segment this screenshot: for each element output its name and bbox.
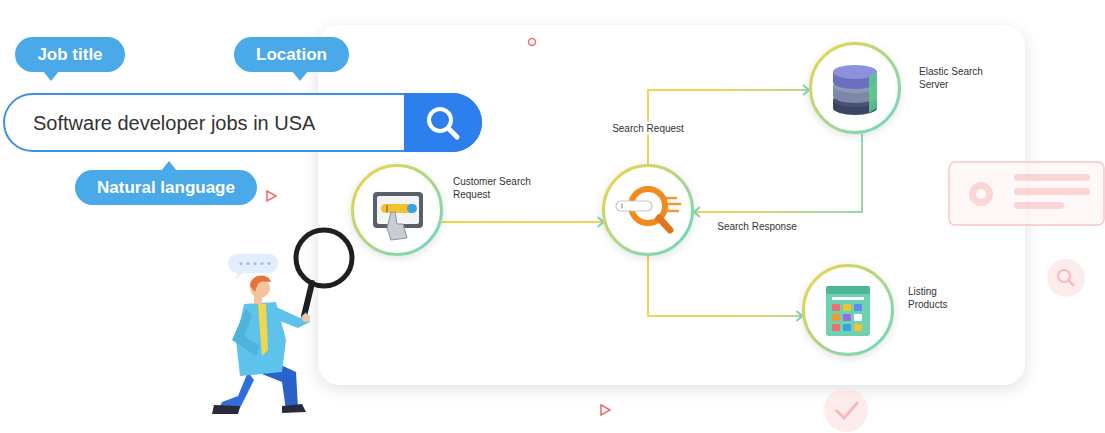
art-circle [824,388,868,432]
art-line [1069,281,1075,287]
faded-settings-card [949,162,1104,225]
callout-text: Location [256,45,327,65]
callout-pill: Natural language [75,170,257,205]
flow-connector [648,256,802,316]
art-rect [1014,202,1064,209]
art-path [250,276,271,292]
search-glyph [404,93,482,152]
art-line [304,283,312,316]
node-label: Listing Products [908,285,978,311]
art-line [387,205,388,212]
art-circle [253,262,256,265]
art-line [666,203,680,206]
art-path [212,405,240,414]
circle-outline [809,42,901,134]
process-circle: Elastic Search Server [809,42,901,134]
art-circle [246,262,249,265]
art-rect [1014,188,1090,195]
art-path [258,304,268,356]
art-path [232,308,260,356]
art-rect [616,201,652,211]
art-path [869,72,877,113]
callout-tail [292,71,308,81]
art-rect [377,196,419,224]
art-circle [976,189,986,199]
edge-label: Search Request [609,122,687,135]
art-rect [407,204,417,213]
panel-card [318,25,1025,385]
art-path [282,404,306,413]
faded-search-badge [1047,259,1085,297]
art-rect [373,192,423,228]
circle-outline [802,264,894,356]
art-line [659,218,670,230]
callout-pill: Location [234,37,349,72]
art-line [622,204,623,209]
art-circle [1047,259,1085,297]
circle-ring [353,166,442,255]
deco-triangle [267,191,276,201]
art-line [668,210,678,213]
art-line [448,128,457,137]
art-circle [969,182,993,206]
art-rect [949,162,1104,225]
art-path [272,306,310,328]
art-circle [239,262,242,265]
edge-label: Search Response [714,220,800,233]
art-rect [843,324,851,331]
callout-tail [43,71,59,81]
tablet-icon [373,192,423,240]
node-label: Customer Search Request [453,175,537,201]
art-rect [843,304,851,311]
art-circle [296,230,352,286]
art-circle [1058,270,1070,282]
art-circle [302,314,310,322]
process-circle: Listing Products [802,264,894,356]
flow-connector [441,221,603,223]
art-rect [854,314,862,321]
deco-triangle [601,405,610,415]
art-rect [832,324,840,331]
art-rect [832,297,864,300]
board-icon [826,286,870,336]
process-circle [602,164,694,256]
deco-ring [529,39,536,46]
art-path [836,402,858,418]
art-rect [832,304,840,311]
process-circle: Customer Search Request [351,164,443,256]
art-rect [228,254,278,273]
node-label: Elastic Search Server [919,65,999,91]
person-illustration [212,230,352,414]
art-rect [843,314,851,321]
circle-outline [602,164,694,256]
hub-icon [616,189,680,230]
circle-ring [804,266,893,355]
search-bar: Software developer jobs in USA [3,93,482,152]
circle-ring [811,44,900,133]
callout-tail [161,161,177,171]
art-rect [854,324,862,331]
search-query: Software developer jobs in USA [33,111,315,134]
art-rect [1014,174,1090,181]
circle-ring [604,166,693,255]
art-rect [826,286,870,294]
art-path [236,272,244,279]
art-circle [267,262,270,265]
art-rect [832,314,840,321]
callout-text: Job title [37,45,102,65]
art-circle [260,262,263,265]
art-rect [826,286,870,336]
circle-outline [351,164,443,256]
flow-connector [694,134,862,213]
faded-check-badge [824,388,868,432]
art-path [387,212,407,240]
art-rect [854,304,862,311]
db-icon [833,65,877,115]
callout-text: Natural language [97,178,235,198]
callout-pill: Job title [15,37,125,72]
search-button [404,93,482,152]
